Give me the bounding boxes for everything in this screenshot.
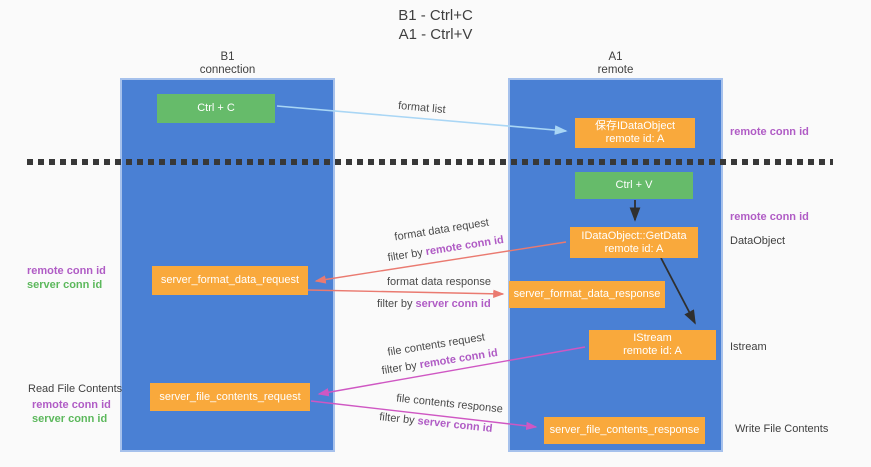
node-ctrl-v: Ctrl + V <box>575 172 693 199</box>
node-istream: IStream remote id: A <box>589 330 716 360</box>
node-save-dataobject-line1: 保存IDataObject <box>594 120 676 132</box>
edge-label-file-contents-response: file contents response <box>396 392 504 415</box>
lane-a1-name: A1 <box>608 51 623 63</box>
filter-by-text: filter by <box>378 411 419 428</box>
filter-by-text: filter by <box>380 359 421 378</box>
node-server-format-data-request-label: server_format_data_request <box>160 274 300 286</box>
edge-label-filter-server-1: filter by server conn id <box>377 298 491 310</box>
filter-key-remote-conn-id: remote conn id <box>424 233 505 259</box>
format-data-response-text: format data response <box>387 276 491 288</box>
node-ctrl-c: Ctrl + C <box>157 94 275 123</box>
diagram-title: B1 - Ctrl+C A1 - Ctrl+V <box>0 6 871 44</box>
label-read-file-contents: Read File Contents <box>28 383 123 395</box>
edge-label-format-list: format list <box>398 100 447 116</box>
filter-by-text: filter by <box>377 298 416 310</box>
lane-a1-role: remote <box>597 63 634 76</box>
filter-key-server-conn-id: server conn id <box>416 415 494 435</box>
node-save-dataobject: 保存IDataObject remote id: A <box>575 118 695 148</box>
node-server-format-data-response-label: server_format_data_response <box>513 288 661 300</box>
node-server-file-contents-request-label: server_file_contents_request <box>159 390 301 403</box>
node-server-format-data-response: server_format_data_response <box>509 281 665 308</box>
title-line-2: A1 - Ctrl+V <box>398 26 473 43</box>
label-remote-conn-id-mid-right: remote conn id <box>730 211 809 223</box>
edge-label-filter-server-2: filter by server conn id <box>379 411 493 435</box>
label-write-file-contents: Write File Contents <box>735 423 829 435</box>
title-line-1: B1 - Ctrl+C <box>398 7 473 24</box>
node-save-dataobject-line2: remote id: A <box>605 133 665 145</box>
label-remote-conn-id-top-right: remote conn id <box>730 126 809 138</box>
node-idataobject-getdata-line2: remote id: A <box>604 242 664 255</box>
lane-header-b1: B1 connection <box>120 51 335 76</box>
node-istream-line2: remote id: A <box>623 345 682 357</box>
arrow-format-data-response <box>307 289 505 298</box>
filter-key-server-conn-id: server conn id <box>415 298 491 310</box>
dashed-separator <box>27 159 833 165</box>
node-server-file-contents-request: server_file_contents_request <box>150 383 310 411</box>
file-contents-response-text: file contents response <box>395 392 504 416</box>
node-server-file-contents-response: server_file_contents_response <box>544 417 705 444</box>
label-remote-conn-id-bottom-left: remote conn id <box>32 399 111 411</box>
edge-label-format-data-response: format data response <box>387 276 491 288</box>
lane-b1-role: connection <box>199 63 256 76</box>
lane-header-a1: A1 remote <box>508 51 723 76</box>
label-server-conn-id-mid-left: server conn id <box>27 279 103 291</box>
node-ctrl-c-label: Ctrl + C <box>197 102 235 114</box>
node-ctrl-v-label: Ctrl + V <box>615 179 653 191</box>
label-remote-conn-id-mid-left: remote conn id <box>27 265 106 277</box>
node-server-format-data-request: server_format_data_request <box>152 266 308 295</box>
node-idataobject-getdata: IDataObject::GetData remote id: A <box>570 227 698 258</box>
format-list-text: format list <box>397 99 447 117</box>
node-server-file-contents-response-label: server_file_contents_response <box>549 424 700 436</box>
filter-by-text: filter by <box>386 246 427 265</box>
label-istream: Istream <box>730 341 767 353</box>
lane-b1-name: B1 <box>220 51 235 63</box>
node-idataobject-getdata-line1: IDataObject::GetData <box>581 229 687 242</box>
label-dataobject: DataObject <box>730 235 786 247</box>
node-istream-line1: IStream <box>633 332 672 344</box>
label-server-conn-id-bottom-left: server conn id <box>32 413 108 425</box>
